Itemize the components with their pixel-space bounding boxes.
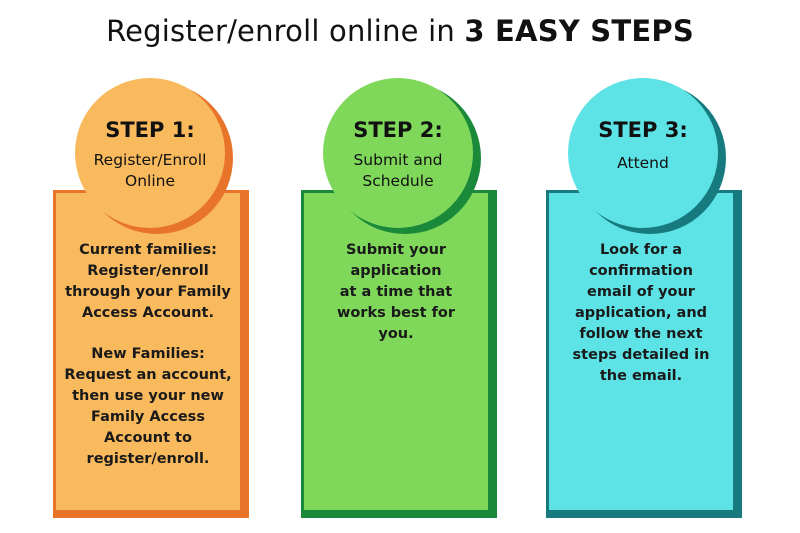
- step-3-subtitle: Attend: [568, 153, 718, 174]
- step-1-description: Current families: Register/enroll throug…: [53, 240, 243, 470]
- step-2-circle: [323, 78, 473, 228]
- step-1-paragraph-2: New Families: Request an account, then u…: [53, 344, 243, 470]
- step-1-p1-line-3: through your Family: [65, 284, 231, 300]
- step-3-paragraph-1: Look for a confirmation email of your ap…: [546, 240, 736, 387]
- title-emphasis: 3 EASY STEPS: [464, 14, 694, 48]
- step-2-paragraph-1: Submit your application at a time that w…: [301, 240, 491, 345]
- step-3-p1-line-3: email of your: [587, 284, 695, 300]
- step-1-subtitle-line-2: Online: [125, 172, 175, 190]
- step-2-p1-line-2: application: [350, 263, 442, 279]
- step-1-p1-line-2: Register/enroll: [87, 263, 209, 279]
- step-3-heading: STEP 3:: [598, 118, 688, 142]
- title-prefix: Register/enroll online in: [106, 14, 465, 48]
- step-1-p2-line-6: register/enroll.: [86, 451, 210, 467]
- step-2-subtitle-line-1: Submit and: [353, 151, 443, 169]
- step-1-heading: STEP 1:: [105, 118, 195, 142]
- step-2-box: [301, 190, 491, 513]
- step-1-p1-line-4: Access Account.: [81, 305, 214, 321]
- step-3-p1-line-5: follow the next: [579, 326, 703, 342]
- step-1: Current families: Register/enroll throug…: [53, 0, 263, 533]
- step-2-p1-line-4: works best for: [336, 305, 456, 321]
- step-1-p2-line-5: Account to: [104, 430, 192, 446]
- step-1-paragraph-1: Current families: Register/enroll throug…: [53, 240, 243, 324]
- step-1-subtitle-line-1: Register/Enroll: [93, 151, 207, 169]
- step-3-subtitle-line-1: Attend: [617, 154, 669, 172]
- step-1-p2-line-3: then use your new: [72, 388, 224, 404]
- step-3-p1-line-1: Look for a: [599, 242, 683, 258]
- step-3-p1-line-4: application, and: [574, 305, 708, 321]
- step-2-p1-line-5: you.: [378, 326, 414, 342]
- step-2-p1-line-1: Submit your: [345, 242, 447, 258]
- step-3-p1-line-6: steps detailed in: [572, 347, 710, 363]
- step-1-p1-line-1: Current families:: [79, 242, 217, 258]
- step-3: Look for a confirmation email of your ap…: [546, 0, 756, 533]
- step-1-p2-line-1: New Families:: [91, 346, 205, 362]
- step-1-p2-line-2: Request an account,: [64, 367, 232, 383]
- step-3-description: Look for a confirmation email of your ap…: [546, 240, 736, 387]
- step-1-subtitle: Register/Enroll Online: [75, 150, 225, 192]
- step-3-circle: [568, 78, 718, 228]
- step-2-description: Submit your application at a time that w…: [301, 240, 491, 345]
- step-2-p1-line-3: at a time that: [339, 284, 453, 300]
- step-2-subtitle: Submit and Schedule: [323, 150, 473, 192]
- page-title: Register/enroll online in 3 EASY STEPS: [0, 14, 800, 48]
- step-2: Submit your application at a time that w…: [301, 0, 511, 533]
- step-1-box: [53, 190, 243, 513]
- step-2-subtitle-line-2: Schedule: [362, 172, 434, 190]
- step-3-box: [546, 190, 736, 513]
- step-3-p1-line-2: confirmation: [589, 263, 693, 279]
- step-2-heading: STEP 2:: [353, 118, 443, 142]
- step-3-p1-line-7: the email.: [599, 368, 683, 384]
- step-1-p2-line-4: Family Access: [91, 409, 205, 425]
- step-1-circle: [75, 78, 225, 228]
